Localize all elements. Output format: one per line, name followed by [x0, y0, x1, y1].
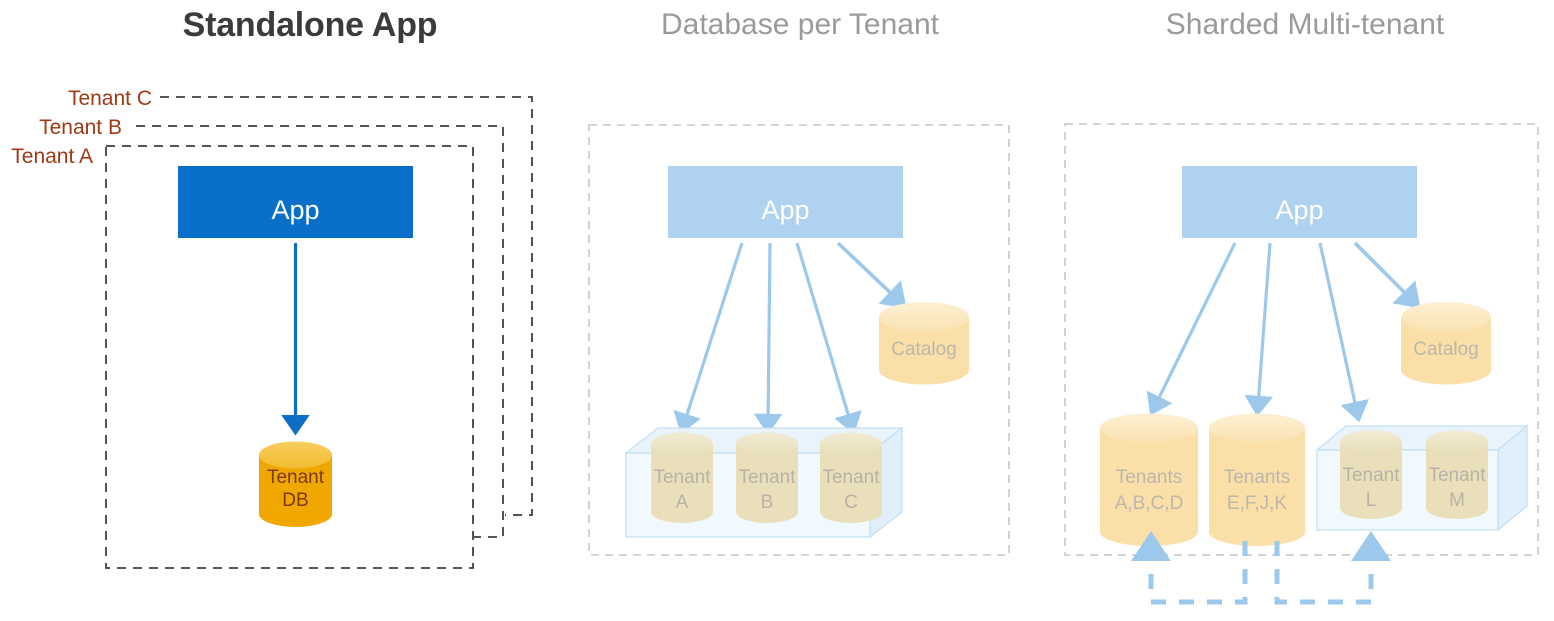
- sharded-shard-2-label-line2: E,F,J,K: [1227, 493, 1288, 514]
- db-per-tenant-panel-frame: [588, 124, 1010, 556]
- db-per-tenant-arrow-catalog: [836, 241, 907, 309]
- standalone-tenant-db-cylinder[interactable]: [259, 441, 332, 527]
- db-per-tenant-arrow-a: [673, 242, 744, 435]
- panel-title-sharded: Sharded Multi-tenant: [1165, 8, 1445, 41]
- standalone-db-label-line1: Tenant: [267, 467, 325, 488]
- tenant-frame-label-b: Tenant B: [39, 116, 122, 139]
- sharded-shard-cylinder-l[interactable]: [1340, 430, 1402, 520]
- sharded-catalog-label: Catalog: [1413, 339, 1479, 360]
- tenant-frame-label-a: Tenant A: [11, 145, 93, 168]
- sharded-shard-cylinder-2[interactable]: [1209, 413, 1305, 547]
- panel-title-standalone: Standalone App: [182, 6, 438, 44]
- db-per-tenant-catalog-cylinder[interactable]: [879, 302, 969, 385]
- sharded-shard-m-label-line2: M: [1449, 490, 1465, 511]
- sharded-shard-cylinder-1[interactable]: [1100, 413, 1198, 547]
- db-per-tenant-app-box[interactable]: [668, 166, 903, 238]
- db-per-tenant-app-label: App: [761, 195, 809, 225]
- db-per-tenant-db-b[interactable]: [736, 432, 798, 523]
- standalone-tenant-frame-a: [105, 145, 474, 569]
- standalone-tenant-frame-c: [160, 96, 533, 516]
- db-per-tenant-db-b-label-line1: Tenant: [738, 467, 796, 488]
- sharded-arrow-shard-2: [1244, 242, 1274, 417]
- db-per-tenant-db-c[interactable]: [820, 432, 882, 524]
- sharded-catalog-cylinder[interactable]: [1401, 302, 1491, 385]
- db-per-tenant-db-b-label-line2: B: [761, 492, 774, 513]
- sharded-arrow-shard-3: [1318, 242, 1369, 423]
- sharded-arrow-shard-1: [1146, 242, 1237, 416]
- db-per-tenant-db-c-label-line2: C: [844, 492, 858, 513]
- sharded-arrow-catalog: [1353, 241, 1421, 309]
- db-per-tenant-db-a-label-line2: A: [676, 492, 689, 513]
- sharded-rebalance-connector-right: [1274, 530, 1391, 605]
- sharded-shard-1-label-line2: A,B,C,D: [1115, 493, 1184, 514]
- db-per-tenant-db-a[interactable]: [651, 432, 713, 524]
- sharded-app-box[interactable]: [1182, 166, 1417, 238]
- db-per-tenant-arrow-c: [795, 242, 862, 435]
- sharded-panel-frame: [1064, 123, 1539, 556]
- db-per-tenant-catalog-label: Catalog: [891, 339, 957, 360]
- tenant-frame-label-c: Tenant C: [67, 87, 152, 110]
- sharded-app-label: App: [1275, 195, 1323, 225]
- db-per-tenant-db-a-label-line1: Tenant: [653, 467, 711, 488]
- standalone-app-label: App: [271, 195, 319, 225]
- db-per-tenant-db-c-label-line1: Tenant: [822, 467, 880, 488]
- standalone-app-box[interactable]: [178, 166, 413, 238]
- sharded-shard-2-label-line1: Tenants: [1224, 467, 1291, 488]
- panel-title-db-per-tenant: Database per Tenant: [661, 8, 939, 41]
- sharded-shard-l-label-line1: Tenant: [1342, 465, 1400, 486]
- standalone-tenant-frame-b: [136, 125, 504, 538]
- db-per-tenant-arrow-b: [753, 242, 783, 435]
- sharded-shard-m-label-line1: Tenant: [1428, 465, 1486, 486]
- standalone-db-label-line2: DB: [282, 490, 308, 511]
- sharded-shard-cylinder-m[interactable]: [1426, 430, 1488, 520]
- sharded-rebalance-connector-left: [1131, 530, 1248, 605]
- sharded-shard-1-label-line1: Tenants: [1116, 467, 1183, 488]
- sharded-shard-l-label-line2: L: [1366, 490, 1377, 511]
